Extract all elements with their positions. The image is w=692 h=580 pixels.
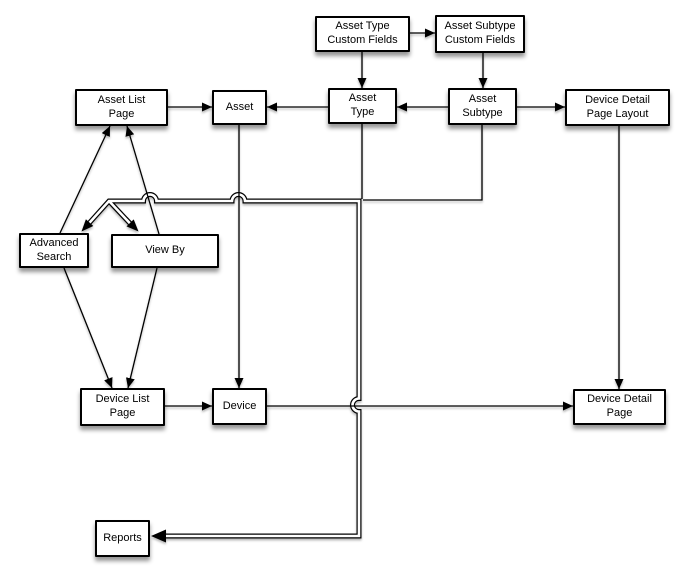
node-asset-subtype-custom-fields: Asset Subtype Custom Fields	[435, 15, 525, 53]
node-device-detail-page: Device Detail Page	[573, 389, 666, 425]
arrowhead-to-reports	[151, 529, 166, 543]
pipe-core-view-by	[108, 200, 133, 227]
node-view-by: View By	[111, 234, 219, 268]
node-asset-type-custom-fields: Asset Type Custom Fields	[315, 16, 410, 52]
node-device: Device	[212, 388, 267, 425]
arrowhead-to-view-by	[126, 219, 139, 232]
pipe-arrowheads	[81, 219, 166, 543]
node-asset-type: Asset Type	[328, 88, 397, 124]
node-reports: Reports	[95, 520, 150, 557]
edge-view-by-dlp	[125, 267, 158, 389]
node-device-list-page: Device List Page	[80, 388, 165, 426]
edge-advanced-search-dlp	[63, 267, 113, 389]
edge-asset-subtype-down	[363, 125, 483, 201]
node-asset-subtype: Asset Subtype	[448, 88, 517, 125]
edge-advanced-search-alp	[59, 125, 111, 234]
node-advanced-search: Advanced Search	[19, 233, 89, 268]
node-device-detail-page-layout: Device Detail Page Layout	[565, 89, 670, 126]
node-asset: Asset	[212, 90, 267, 125]
edge-view-by-alp	[125, 125, 160, 235]
thin-connector-group	[59, 28, 624, 411]
node-asset-list-page: Asset List Page	[75, 89, 168, 126]
arrowhead-to-advanced-search	[81, 219, 94, 232]
